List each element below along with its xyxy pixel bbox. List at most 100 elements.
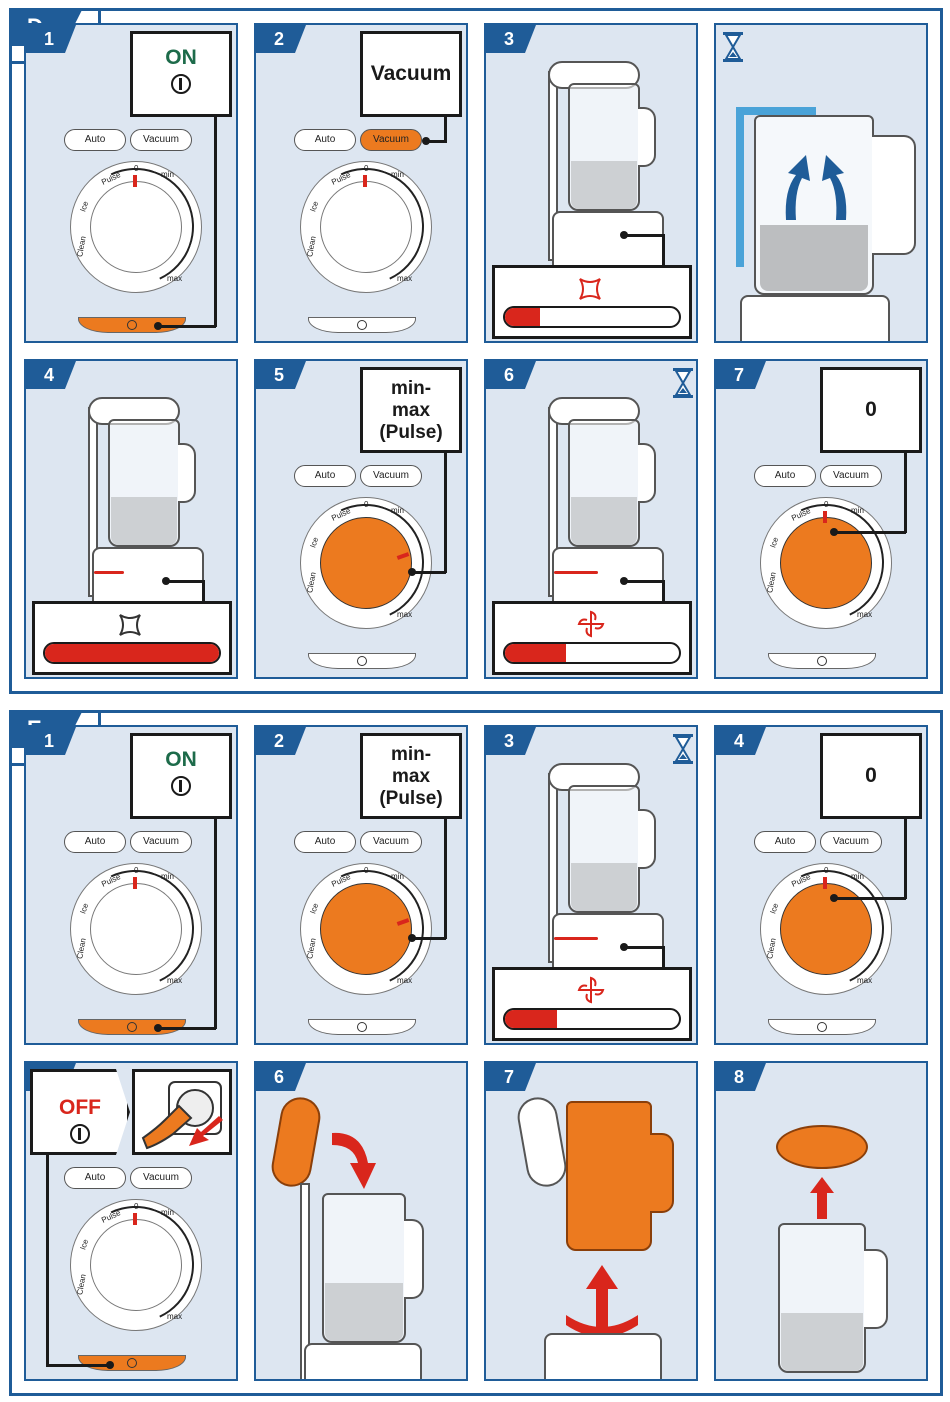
vacuum-button[interactable]: Vacuum [820, 831, 882, 853]
on-label: ON [165, 46, 197, 69]
leader-line [46, 1364, 110, 1367]
zero-callout: 0 [820, 733, 922, 819]
auto-button[interactable]: Auto [64, 1167, 126, 1189]
step-panel-d6: 6 [484, 359, 698, 679]
auto-button[interactable]: Auto [64, 129, 126, 151]
leader-dot [620, 231, 628, 239]
dial-indicator [823, 511, 827, 523]
blender-base [552, 211, 664, 271]
step-number: 1 [26, 25, 76, 53]
hourglass-icon [673, 734, 693, 764]
power-button[interactable] [78, 1355, 186, 1371]
mode-buttons: Auto Vacuum [64, 129, 194, 151]
speed-dial[interactable]: Pulse 0 min Ice Clean max [290, 151, 441, 302]
off-label: OFF [59, 1096, 101, 1119]
power-button[interactable] [308, 317, 416, 333]
step-number: 2 [256, 25, 306, 53]
leader-dot [162, 577, 170, 585]
dial-zero-label: 0 [364, 500, 369, 509]
speed-dial[interactable]: Pulse 0 min Ice Clean max [60, 853, 211, 1004]
jar-contents [760, 225, 868, 291]
leader-dot [154, 322, 162, 330]
blender-base [740, 295, 890, 341]
auto-button[interactable]: Auto [64, 831, 126, 853]
progress-fill [505, 644, 566, 662]
auto-button[interactable]: Auto [294, 465, 356, 487]
vacuum-button[interactable]: Vacuum [130, 129, 192, 151]
dial-max-label: max [857, 976, 873, 985]
vacuum-button[interactable]: Vacuum [360, 465, 422, 487]
vacuum-button[interactable]: Vacuum [130, 831, 192, 853]
dial-zero-label: 0 [134, 164, 139, 173]
jar-contents [111, 497, 177, 545]
leader-line [202, 580, 205, 602]
dial-min-label: min [851, 872, 864, 881]
power-icon [357, 1022, 367, 1032]
section-d: D 1 ON Auto Vacuum Pulse 0 min Ice Clean… [9, 8, 943, 694]
blender-illustration [544, 753, 674, 973]
dial-knob [90, 181, 182, 273]
vacuum-button[interactable]: Vacuum [360, 831, 422, 853]
vacuum-button[interactable]: Vacuum [360, 129, 422, 151]
step-panel-d1: 1 ON Auto Vacuum Pulse 0 min Ice Clean m… [24, 23, 238, 343]
hourglass-icon [723, 32, 743, 62]
step-panel-e5: 5 OFF Auto Vacuum Pulse 0 min Ice Clean [24, 1061, 238, 1381]
vacuum-status-box [492, 265, 692, 339]
blender-jar [568, 83, 640, 211]
blender-arm [300, 1183, 310, 1379]
dial-max-label: max [397, 274, 413, 283]
power-button[interactable] [768, 1019, 876, 1035]
speed-dial[interactable]: Pulse 0 min Ice Clean max [290, 487, 441, 638]
power-button[interactable] [768, 653, 876, 669]
power-button[interactable] [308, 1019, 416, 1035]
status-led [94, 571, 124, 574]
vacuum-progress-bar [503, 306, 681, 328]
speed-dial[interactable]: Pulse 0 min Ice Clean max [60, 1189, 211, 1340]
hourglass-icon [673, 368, 693, 398]
vacuum-button[interactable]: Vacuum [130, 1167, 192, 1189]
speed-dial[interactable]: Pulse 0 min Ice Clean max [290, 853, 441, 1004]
section-e: E 1 ON Auto Vacuum Pulse 0 min Ice Clean… [9, 710, 943, 1396]
leader-line [624, 946, 664, 949]
mode-buttons: Auto Vacuum [294, 129, 424, 151]
blender-jar [778, 1223, 866, 1373]
unplug-illustration [132, 1069, 232, 1155]
speed-dial[interactable]: Pulse 0 min Ice Clean max [750, 487, 901, 638]
status-led [554, 571, 598, 574]
auto-button[interactable]: Auto [754, 831, 816, 853]
blender-base [92, 547, 204, 607]
dial-indicator [823, 877, 827, 889]
up-arrow-shaft [817, 1191, 827, 1219]
jar-lid-removed [776, 1125, 868, 1169]
power-icon [357, 320, 367, 330]
auto-button[interactable]: Auto [294, 831, 356, 853]
leader-line [46, 1155, 49, 1367]
minmax-callout: min- max (Pulse) [360, 367, 462, 453]
leader-line [444, 819, 447, 939]
blender-base [552, 913, 664, 973]
dial-zero-label: 0 [364, 164, 369, 173]
leader-line [904, 453, 907, 533]
vacuum-callout: Vacuum [360, 31, 462, 117]
step-number: 4 [716, 727, 766, 755]
blender-jar [108, 419, 180, 547]
dial-max-label: max [857, 610, 873, 619]
vacuum-button[interactable]: Vacuum [820, 465, 882, 487]
up-arrow-icon [810, 1177, 834, 1193]
jar-handle [638, 809, 656, 869]
leader-line [444, 117, 447, 143]
leader-dot [408, 934, 416, 942]
leader-line [662, 234, 665, 266]
power-button[interactable] [308, 653, 416, 669]
leader-line [214, 117, 217, 327]
auto-button[interactable]: Auto [754, 465, 816, 487]
step-panel-e4: 4 0 Auto Vacuum Pulse 0 min Ice Clean ma… [714, 725, 928, 1045]
auto-button[interactable]: Auto [294, 129, 356, 151]
step-panel-e6: 6 [254, 1061, 468, 1381]
blade-icon [577, 976, 605, 1004]
speed-dial[interactable]: Pulse 0 min Ice Clean max [60, 151, 211, 302]
speed-dial[interactable]: Pulse 0 min Ice Clean max [750, 853, 901, 1004]
jar-handle [178, 443, 196, 503]
dial-max-label: max [167, 274, 183, 283]
dial-knob [320, 517, 412, 609]
